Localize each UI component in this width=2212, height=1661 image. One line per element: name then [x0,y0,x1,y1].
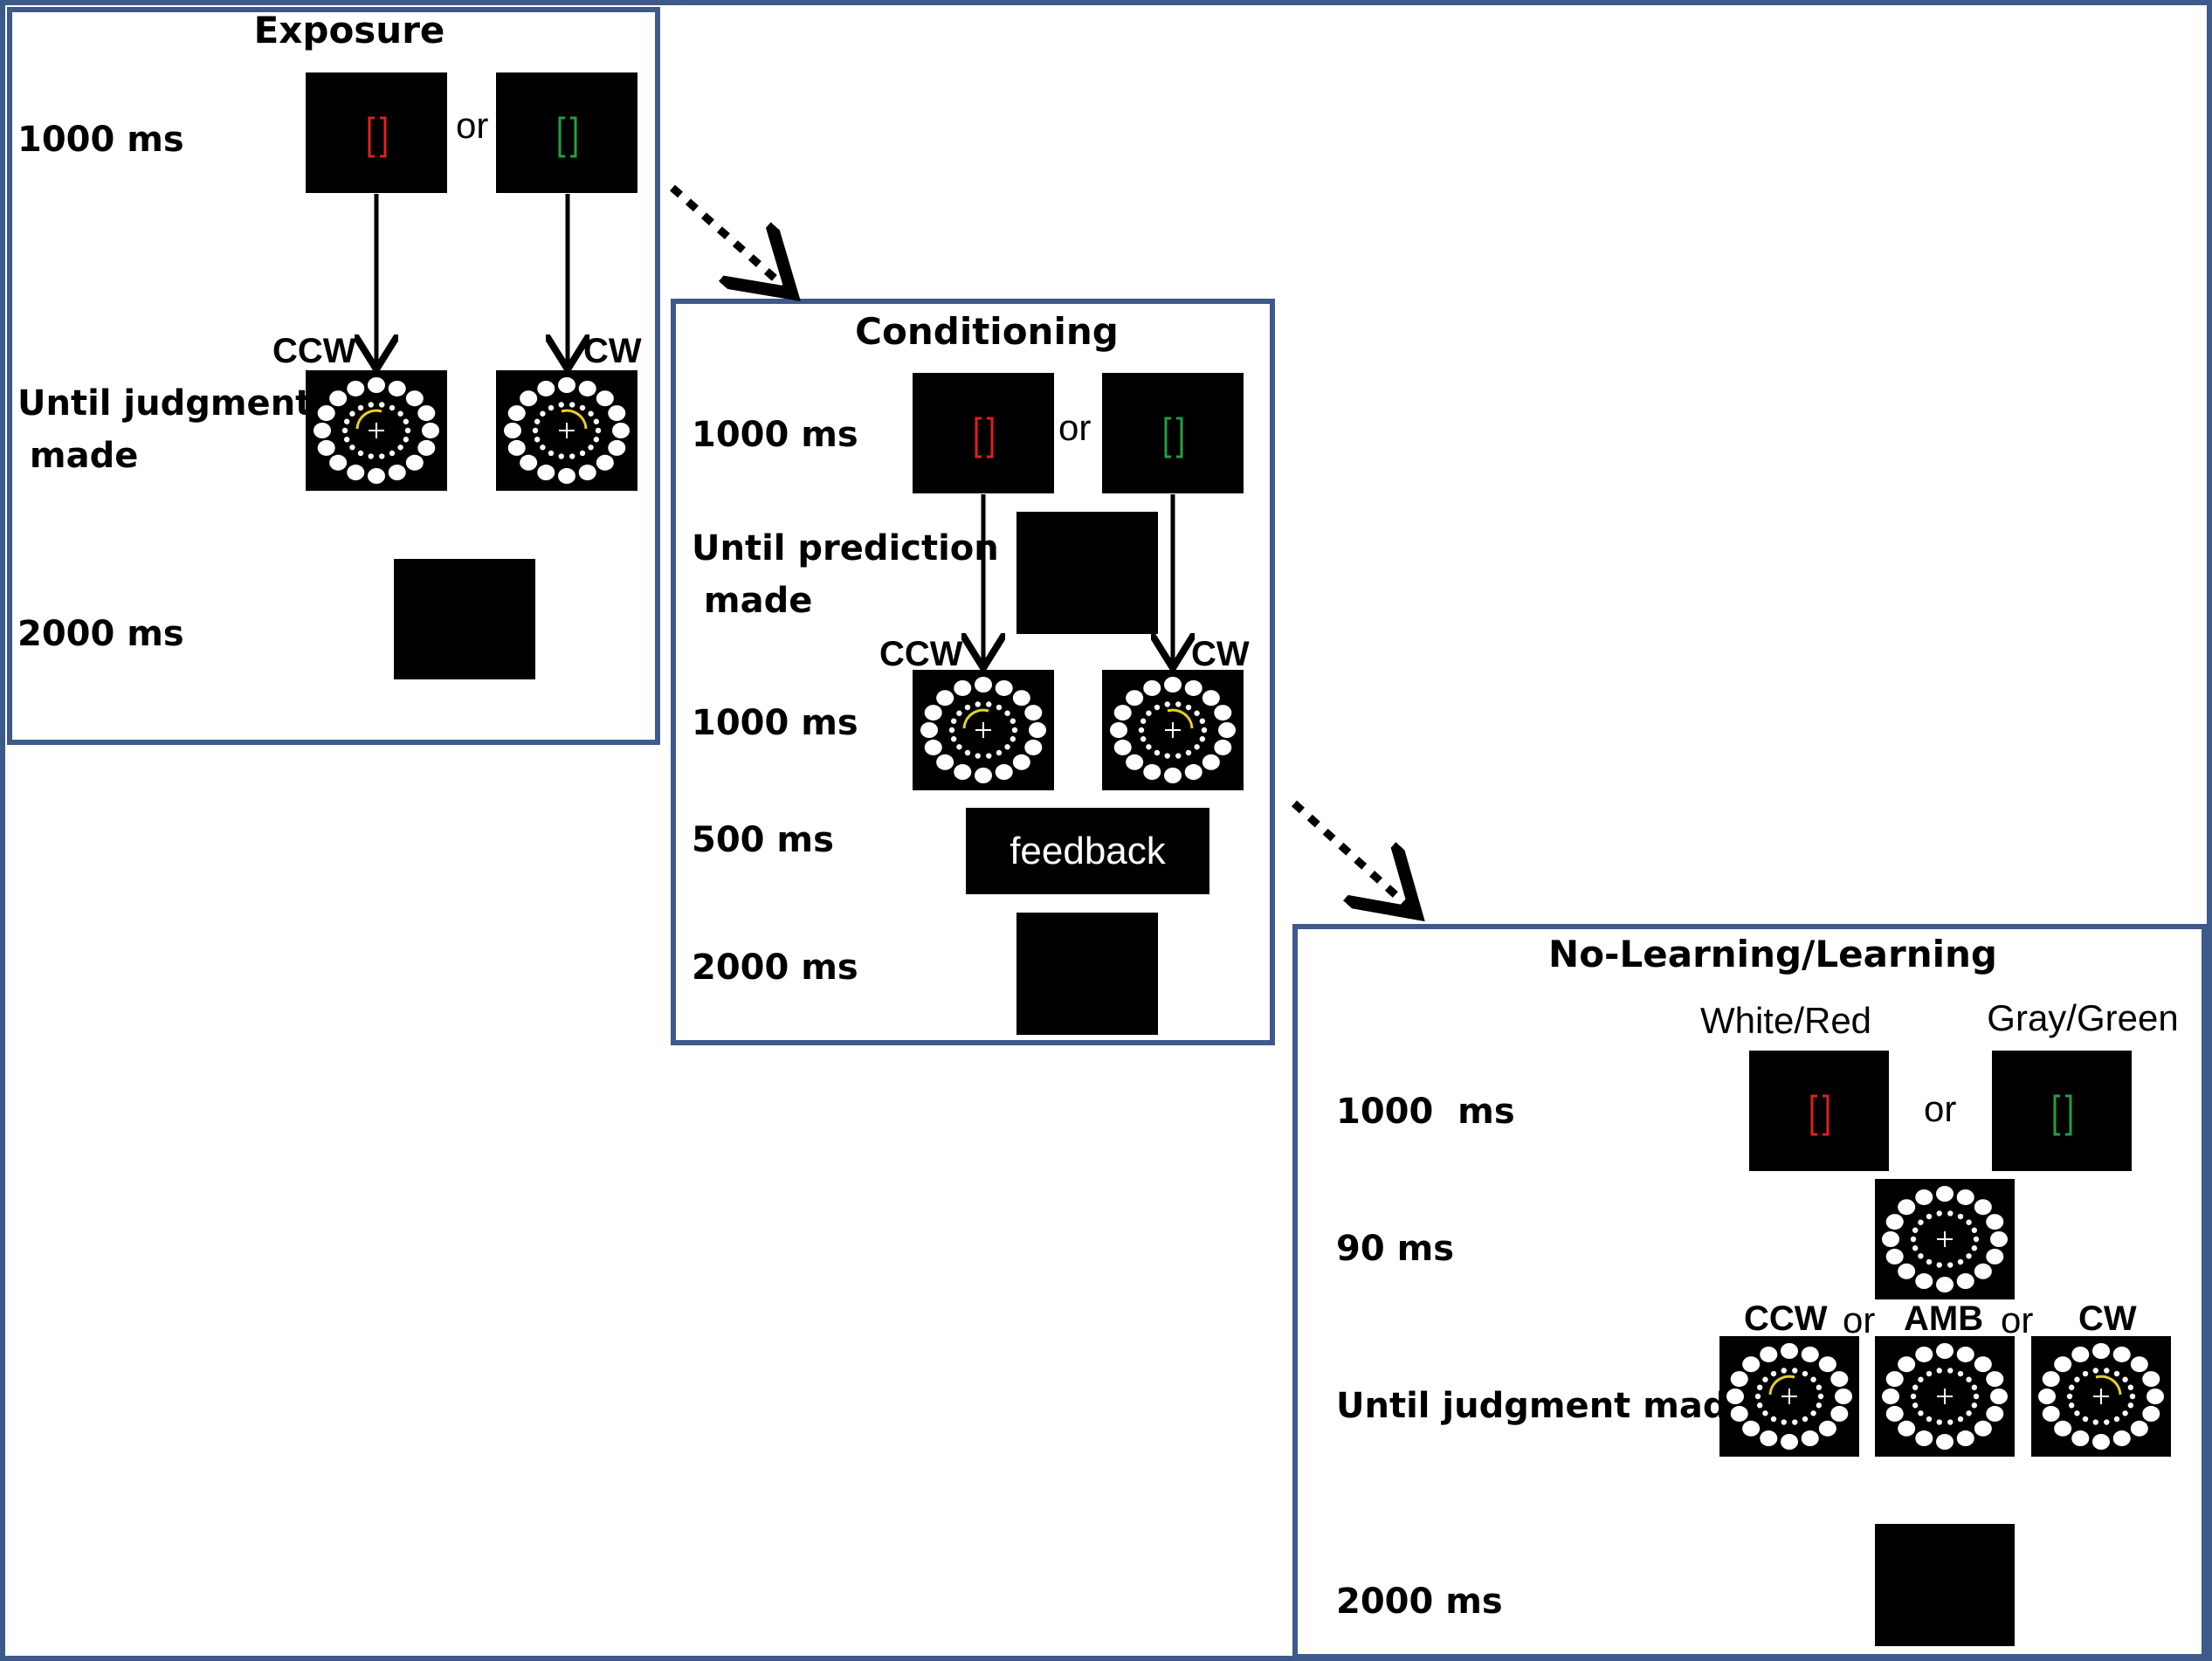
learning-amb-stimulus [1875,1336,2015,1457]
dot-ring-stimulus-icon [1110,677,1236,783]
conditioning-panel [671,299,1275,1045]
dot-ring-stimulus-icon [314,377,439,484]
learning-cw-stimulus [2031,1336,2171,1457]
conditioning-row2-label: Until prediction made [692,528,999,621]
conditioning-row5-label: 2000 ms [692,948,858,988]
learning-ccw-label: CCW [1744,1299,1828,1338]
conditioning-cw-stimulus [1102,670,1244,790]
phase-arrow-exposure-to-conditioning [670,184,786,288]
condition-gray-green-label: Gray/Green [1987,997,2179,1038]
feedback-screen: feedback [966,808,1209,894]
exposure-cw-stimulus [496,370,637,491]
conditioning-or: or [1058,407,1092,448]
dot-ring-stimulus-icon [2038,1343,2164,1450]
green-bracket-cue-icon [2053,1094,2072,1136]
red-bracket-cue-icon [1810,1094,1830,1136]
exposure-cue-green-screen [496,72,637,193]
dot-ring-stimulus-icon [1882,1343,2008,1450]
exposure-cw-label: CW [583,332,642,370]
conditioning-prediction-screen [1016,512,1158,634]
dot-ring-stimulus-icon [504,377,630,484]
exposure-blank-screen [394,559,535,679]
conditioning-cw-label: CW [1191,635,1250,673]
learning-cue-red-screen [1749,1051,1889,1171]
exposure-panel [7,7,660,745]
exposure-ccw-label: CCW [272,332,356,370]
learning-row4-label: 2000 ms [1336,1582,1503,1622]
conditioning-ccw-stimulus [913,670,1054,790]
red-bracket-cue-icon [975,417,994,458]
exposure-title: Exposure [253,9,445,52]
exposure-row3-label: 2000 ms [17,614,184,654]
learning-brief-stimulus [1875,1179,2015,1299]
learning-title: No-Learning/Learning [1548,933,1997,975]
dot-ring-stimulus-icon [920,677,1046,783]
learning-row2-label: 90 ms [1336,1229,1455,1269]
phase-arrow-conditioning-to-learning [1291,800,1410,908]
conditioning-row3-label: 1000 ms [692,703,858,743]
conditioning-blank-screen [1016,913,1158,1035]
exposure-ccw-stimulus [306,370,447,491]
learning-or-3: or [2001,1299,2034,1341]
learning-blank-screen [1875,1524,2015,1646]
conditioning-row4-label: 500 ms [692,820,834,860]
condition-white-red-label: White/Red [1699,1000,1872,1041]
green-bracket-cue-icon [558,116,577,158]
exposure-row1-label: 1000 ms [17,120,184,160]
learning-ccw-stimulus [1719,1336,1859,1457]
learning-panel [1292,924,2207,1659]
dot-ring-stimulus-icon [1882,1186,2008,1292]
learning-cw-label: CW [2078,1299,2137,1338]
exposure-or: or [456,105,489,146]
exposure-row2-label: Until judgment made [17,383,313,476]
conditioning-cue-red-screen [913,373,1054,493]
green-bracket-cue-icon [1164,417,1183,458]
dot-ring-stimulus-icon [1726,1343,1852,1450]
learning-row1-label: 1000 ms [1336,1092,1515,1132]
conditioning-cue-green-screen [1102,373,1244,493]
learning-or-2: or [1843,1299,1876,1341]
exposure-cue-red-screen [306,72,447,193]
learning-or-1: or [1924,1088,1957,1129]
conditioning-title: Conditioning [855,310,1119,353]
learning-cue-green-screen [1992,1051,2132,1171]
learning-amb-label: AMB [1904,1299,1984,1338]
red-bracket-cue-icon [368,116,387,158]
conditioning-ccw-label: CCW [879,635,963,673]
conditioning-row1-label: 1000 ms [692,415,858,455]
